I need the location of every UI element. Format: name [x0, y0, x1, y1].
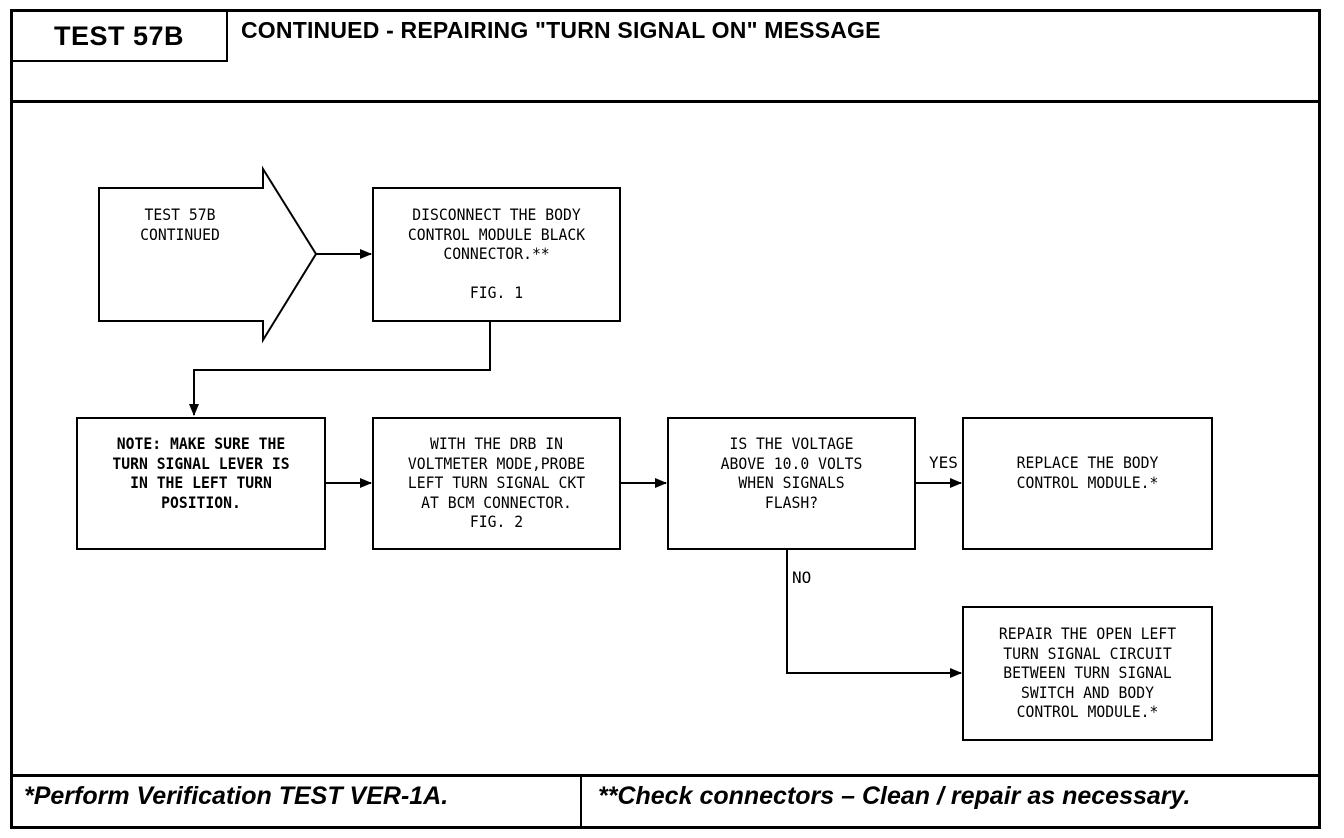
step-note-box — [76, 417, 326, 550]
start-chevron-shape — [98, 165, 318, 344]
result-replace-text: REPLACE THE BODY CONTROL MODULE.* — [1016, 453, 1159, 492]
decision-voltage-text: IS THE VOLTAGE ABOVE 10.0 VOLTS WHEN SIG… — [720, 434, 863, 512]
footer-right-note: **Check connectors – Clean / repair as n… — [598, 782, 1191, 810]
result-repair-box — [962, 606, 1213, 741]
result-replace-box — [962, 417, 1213, 550]
footer-top-rule — [10, 774, 1321, 777]
step-probe-text: WITH THE DRB IN VOLTMETER MODE,PROBE LEF… — [407, 434, 586, 531]
footer-divider — [580, 774, 582, 829]
connector-no — [786, 549, 962, 678]
test-id: TEST 57B — [53, 20, 185, 51]
decision-voltage-box — [667, 417, 916, 550]
step-note-text: NOTE: MAKE SURE THE TURN SIGNAL LEVER IS… — [112, 434, 290, 512]
diagram-frame — [10, 9, 1321, 829]
header-bottom-rule — [10, 100, 1321, 103]
yes-label: YES — [929, 453, 958, 472]
start-terminal-text: TEST 57B CONTINUED — [140, 205, 220, 244]
test-id-box-bottom — [10, 60, 228, 62]
step-disconnect-box — [372, 187, 621, 322]
footer-left-note: *Perform Verification TEST VER-1A. — [24, 782, 449, 810]
step-disconnect-text: DISCONNECT THE BODY CONTROL MODULE BLACK… — [407, 205, 586, 302]
result-repair-text: REPAIR THE OPEN LEFT TURN SIGNAL CIRCUIT… — [998, 624, 1177, 721]
step-probe-box — [372, 417, 621, 550]
page-title: CONTINUED - REPAIRING "TURN SIGNAL ON" M… — [241, 17, 881, 43]
test-id-box-right — [226, 10, 228, 62]
no-label: NO — [792, 568, 812, 587]
connector-disconnect-to-note — [189, 322, 491, 416]
